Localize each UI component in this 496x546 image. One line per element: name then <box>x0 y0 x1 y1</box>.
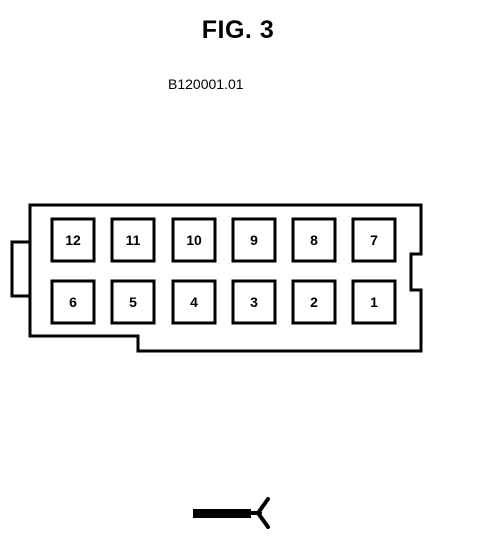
pin-box <box>171 279 217 325</box>
pin-box <box>110 217 156 263</box>
pin-cavity: 7 <box>351 217 397 263</box>
wire-harness-icon <box>193 497 270 529</box>
pin-cavity: 6 <box>50 279 96 325</box>
pin-box <box>231 279 277 325</box>
wire-bar <box>193 509 251 518</box>
pin-cavity: 2 <box>291 279 337 325</box>
pin-cavity: 5 <box>110 279 156 325</box>
pin-box <box>351 217 397 263</box>
pin-number: 5 <box>129 294 137 310</box>
pin-box <box>291 217 337 263</box>
pin-number: 4 <box>190 294 198 310</box>
pin-box <box>50 279 96 325</box>
pin-number: 2 <box>310 294 318 310</box>
figure-title: FIG. 3 <box>201 16 275 44</box>
pin-cavity: 8 <box>291 217 337 263</box>
reference-code: B120001.01 <box>168 76 244 92</box>
pin-box <box>351 279 397 325</box>
pin-cavity: 11 <box>110 217 156 263</box>
pin-number: 12 <box>65 232 81 248</box>
pin-number: 11 <box>126 232 141 248</box>
pin-number: 3 <box>250 294 258 310</box>
pin-box <box>231 217 277 263</box>
pin-number: 7 <box>370 232 378 248</box>
pin-cavity: 9 <box>231 217 277 263</box>
pin-grid: 12 11 10 9 8 7 6 5 4 3 2 1 <box>50 217 397 325</box>
pin-cavity: 3 <box>231 279 277 325</box>
pin-box <box>110 279 156 325</box>
pin-cavity: 12 <box>50 217 96 263</box>
pin-number: 10 <box>186 232 202 248</box>
pin-cavity: 4 <box>171 279 217 325</box>
pin-box <box>171 217 217 263</box>
pin-number: 1 <box>370 294 378 310</box>
pin-box <box>291 279 337 325</box>
side-latch <box>10 240 30 298</box>
connector-housing <box>10 203 423 353</box>
housing-outline <box>28 203 423 353</box>
pin-cavity: 10 <box>171 217 217 263</box>
pin-box <box>50 217 96 263</box>
pin-number: 9 <box>250 232 258 248</box>
pin-number: 8 <box>310 232 318 248</box>
pin-number: 6 <box>69 294 77 310</box>
pin-cavity: 1 <box>351 279 397 325</box>
wire-fork <box>249 497 270 529</box>
